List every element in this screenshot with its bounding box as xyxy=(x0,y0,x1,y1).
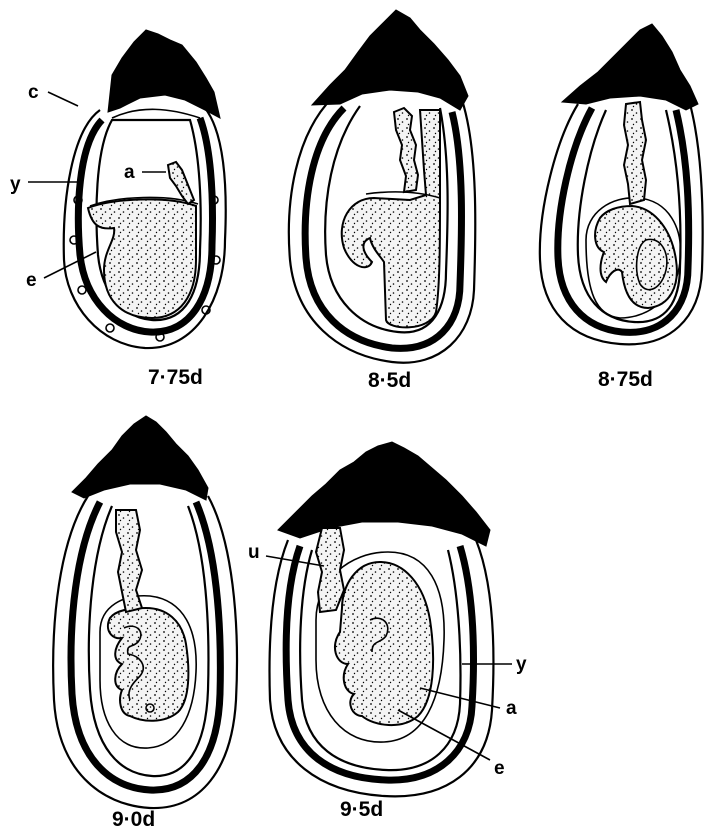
label-e: e xyxy=(26,270,37,291)
amniotic-fold xyxy=(112,109,200,118)
ectoplacental-cone xyxy=(108,30,220,118)
label-u: u xyxy=(248,542,260,563)
label-e-right: e xyxy=(494,758,505,779)
panel-stage-7-75d: c y a e 7·75d xyxy=(10,30,226,389)
embryo-e xyxy=(595,206,677,308)
panel-stage-8-5d: 8·5d xyxy=(289,10,475,392)
label-c: c xyxy=(28,82,39,103)
embryo-e xyxy=(335,562,433,725)
caption-8-75d: 8·75d xyxy=(598,368,653,391)
caption-8-5d: 8·5d xyxy=(368,369,411,392)
allantois-u xyxy=(624,102,646,204)
caption-9-0d: 9·0d xyxy=(112,808,155,830)
caption-7-75d: 7·75d xyxy=(148,366,203,389)
label-y-right: y xyxy=(516,654,527,675)
allantois-u xyxy=(116,510,142,612)
label-a-right: a xyxy=(506,698,517,719)
embryo-e xyxy=(88,199,196,318)
leader-e-right xyxy=(398,710,490,760)
panel-stage-8-75d: 8·75d xyxy=(540,24,703,391)
label-y: y xyxy=(10,174,21,195)
embryo-e xyxy=(342,110,440,327)
ectoplacental-cone xyxy=(312,10,468,110)
panel-stage-9-5d: u y a e 9·5d xyxy=(248,442,527,821)
ectoplacental-cone xyxy=(278,442,490,546)
panel-stage-9-0d: 9·0d xyxy=(53,416,237,830)
ectoplacental-cone xyxy=(562,24,698,110)
leader-e xyxy=(44,252,96,278)
leader-c xyxy=(48,92,78,106)
caption-9-5d: 9·5d xyxy=(340,798,383,821)
allantois-u xyxy=(316,528,344,612)
label-a: a xyxy=(124,162,135,183)
allantois-a xyxy=(168,162,194,204)
ectoplacental-cone xyxy=(72,416,208,500)
allantois-u xyxy=(394,108,418,192)
